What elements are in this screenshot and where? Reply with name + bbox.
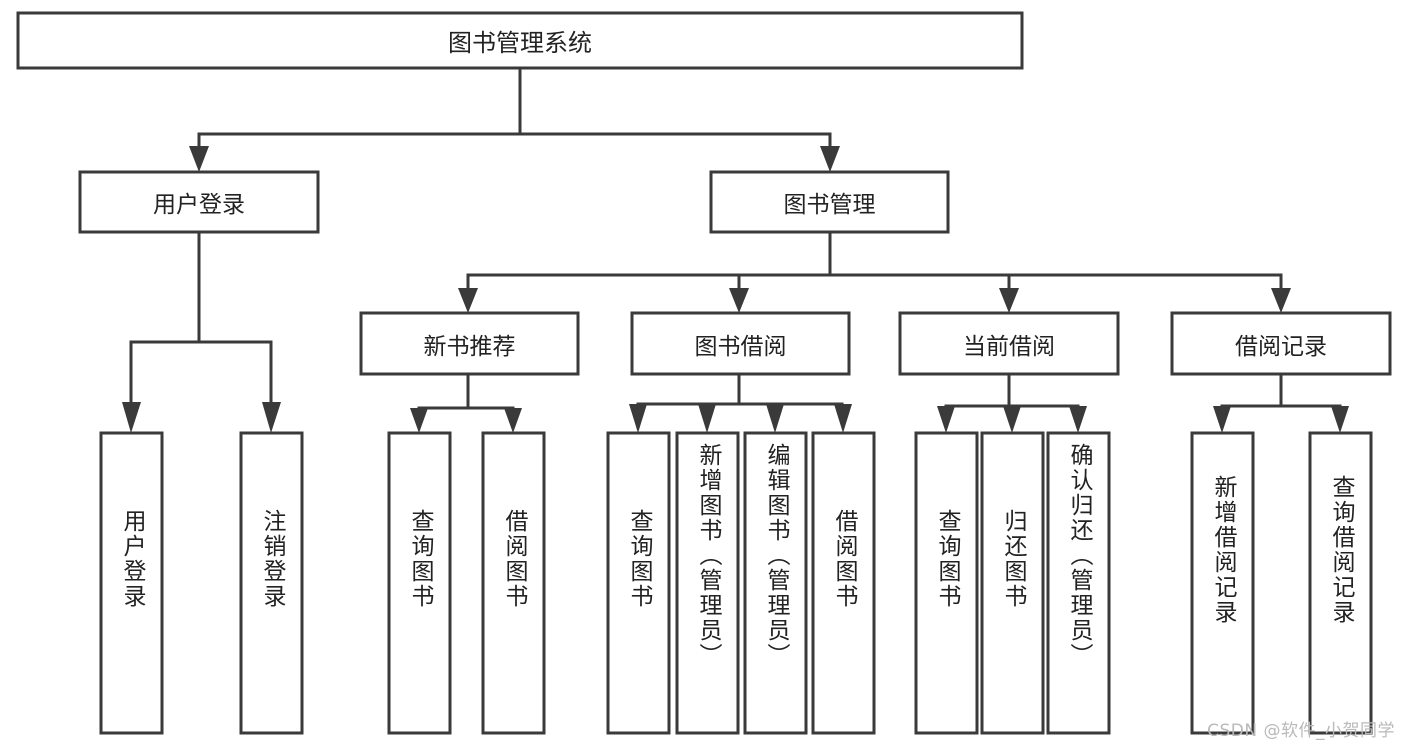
node-box-leaf-query-book-1[interactable] bbox=[387, 431, 452, 735]
arrow-head-leaf-query-book-1 bbox=[410, 408, 428, 433]
node-box-leaf-user-login[interactable] bbox=[99, 431, 164, 735]
arrow-head-user-login bbox=[189, 146, 209, 172]
node-box-leaf-return-book[interactable] bbox=[980, 431, 1045, 735]
arrow-head-leaf-add-record bbox=[1213, 406, 1231, 433]
arrow-head-borrow-record bbox=[1271, 288, 1291, 313]
arrow-head-leaf-query-book-2 bbox=[629, 404, 647, 433]
node-box-leaf-query-book-3[interactable] bbox=[914, 431, 979, 735]
node-box-root[interactable] bbox=[16, 11, 1024, 70]
node-box-new-book-recommend[interactable] bbox=[359, 311, 580, 376]
node-box-leaf-query-book-2[interactable] bbox=[606, 431, 671, 735]
connector-group-book-borrow bbox=[629, 372, 852, 433]
arrow-head-leaf-confirm-return bbox=[1069, 406, 1087, 433]
arrow-head-leaf-user-login bbox=[122, 402, 141, 433]
node-box-book-management[interactable] bbox=[709, 170, 950, 234]
connector-group-new-book-recommend bbox=[410, 372, 522, 433]
node-box-leaf-confirm-return[interactable] bbox=[1046, 431, 1111, 735]
node-box-current-borrow[interactable] bbox=[898, 311, 1120, 376]
node-box-leaf-borrow-book-2[interactable] bbox=[811, 431, 876, 735]
arrow-head-leaf-return-book bbox=[1003, 406, 1021, 433]
arrow-head-current-borrow bbox=[999, 288, 1019, 313]
arrow-head-leaf-query-record bbox=[1331, 406, 1349, 433]
connector-group-root bbox=[189, 66, 840, 172]
arrow-head-book-management bbox=[820, 146, 840, 172]
arrow-head-book-borrow bbox=[729, 288, 749, 313]
arrow-head-leaf-borrow-book-2 bbox=[834, 404, 852, 433]
arrow-head-leaf-edit-book bbox=[766, 404, 784, 433]
arrow-head-leaf-add-book bbox=[698, 404, 716, 433]
node-box-borrow-record[interactable] bbox=[1170, 311, 1392, 376]
node-box-leaf-add-record[interactable] bbox=[1190, 431, 1255, 735]
node-box-user-login[interactable] bbox=[78, 170, 320, 234]
node-box-leaf-add-book[interactable] bbox=[675, 431, 740, 735]
connector-group-current-borrow bbox=[937, 372, 1087, 433]
node-box-leaf-logout[interactable] bbox=[239, 431, 304, 735]
arrow-head-leaf-logout bbox=[262, 402, 281, 433]
node-box-leaf-query-record[interactable] bbox=[1308, 431, 1373, 735]
node-box-book-borrow[interactable] bbox=[630, 311, 851, 376]
connector-group-borrow-record bbox=[1213, 372, 1349, 433]
csdn-watermark: CSDN @软件_小贺同学 bbox=[1207, 721, 1395, 741]
arrow-head-new-book-recommend bbox=[458, 288, 478, 313]
node-box-leaf-edit-book[interactable] bbox=[743, 431, 808, 735]
node-box-leaf-borrow-book-1[interactable] bbox=[481, 431, 546, 735]
connector-group-user-login bbox=[122, 230, 281, 433]
arrow-head-leaf-query-book-3 bbox=[937, 406, 955, 433]
connector-group-book-management bbox=[458, 230, 1291, 313]
arrow-head-leaf-borrow-book-1 bbox=[504, 408, 522, 433]
